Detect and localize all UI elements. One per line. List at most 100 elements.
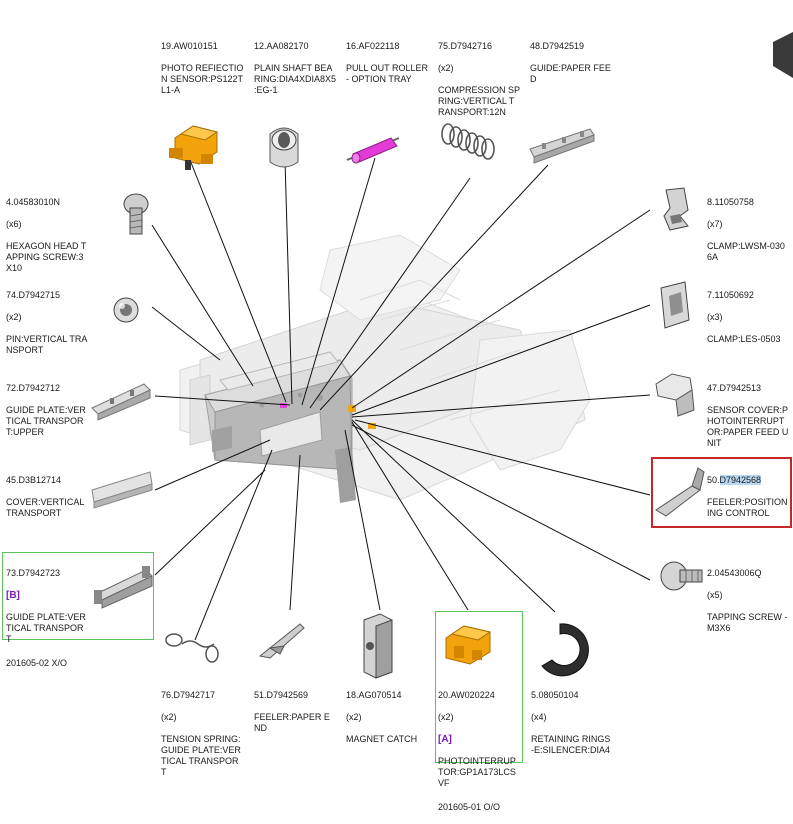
diagram-canvas [91,32,793,679]
part-label-2: 2.04543006Q (x5) TAPPING SCREW - M3X6 [707,557,787,645]
part-label-76: 76.D7942717 (x2) TENSION SPRING: GUIDE P… [161,679,241,789]
part-quantity: (x2) [6,312,22,322]
part-number: 75.D7942716 [438,41,493,51]
part-number: 50.D7942568 [707,475,788,486]
part-description: MAGNET CATCH [346,734,418,744]
cover-icon [91,471,153,509]
part-description: CLAMP:LES-0503 [707,334,781,344]
part-number: 18.AG070514 [346,690,402,700]
part-label-16: 16.AF022118 PULL OUT ROLLER - OPTION TRA… [346,30,428,96]
plain-shaft-bearing-icon [269,127,299,168]
magnet-catch-icon [363,613,393,679]
photointerrupter-icon [445,625,492,665]
clamp-lwsm-icon [663,187,689,231]
part-description: GUIDE:PAPER FEE D [530,63,611,84]
part-quantity: (x5) [707,590,723,600]
part-number: 45.D3B12714 [6,475,62,485]
part-number: 4.04583010N [6,197,61,207]
part-quantity: (x2) [346,712,362,722]
part-number: 48.D7942519 [530,41,585,51]
part-tag: [B] [6,590,20,601]
part-description: FEELER:PAPER E ND [254,712,330,733]
part-quantity: (x7) [707,219,723,229]
tapping-screw-icon [660,561,703,591]
guide-plate-upper-icon [91,383,151,421]
vertical-transport-assembly [179,234,591,503]
leader-lines [151,157,651,641]
guide-plate-icon [94,566,153,609]
part-description: COMPRESSION SP RING:VERTICAL T RANSPORT:… [438,85,521,117]
part-label-5: 5.08050104 (x4) RETAINING RINGS -E:SILEN… [531,679,610,767]
feeler-paper-end-icon [258,623,305,659]
part-label-19: 19.AW010151 PHOTO REFIECTIO N SENSOR:PS1… [161,30,243,107]
part-number: 73.D7942723 [6,568,61,578]
highlight-frame-73 [2,552,154,640]
highlight-frame-50 [651,457,792,528]
part-note: 201605-02 X/O [6,658,68,668]
part-quantity: (x2) [438,712,454,722]
part-number-prefix: 50. [707,475,720,485]
part-number-highlighted: D7942568 [719,475,762,485]
part-description: PIN:VERTICAL TRA NSPORT [6,334,88,355]
paper-feed-guide-icon [529,128,595,164]
part-number: 12.AA082170 [254,41,309,51]
part-number: 19.AW010151 [161,41,218,51]
part-description: TAPPING SCREW - M3X6 [707,612,788,633]
part-quantity: (x6) [6,219,22,229]
part-label-73: 73.D7942723 [B] GUIDE PLATE:VER TICAL TR… [6,557,86,680]
part-label-50: 50.D7942568 FEELER:POSITION ING CONTROL [707,464,788,530]
part-description: PHOTOINTERRUP TOR:GP1A173LCS VF [438,756,516,788]
hexagon-head-screw-icon [123,193,149,235]
part-number: 20.AW020224 [438,690,495,700]
part-description: RETAINING RINGS -E:SILENCER:DIA4 [531,734,611,755]
photo-reflection-sensor-icon [169,125,219,170]
part-number: 2.04543006Q [707,568,762,578]
part-quantity: (x2) [438,63,454,73]
part-label-20: 20.AW020224 (x2) [A] PHOTOINTERRUP TOR:G… [438,679,516,824]
tension-spring-icon [165,633,219,663]
corner-fragment-icon [773,32,793,78]
part-description: HEXAGON HEAD T APPING SCREW:3 X10 [6,241,87,273]
part-number: 76.D7942717 [161,690,216,700]
retaining-ring-icon [541,623,589,677]
highlight-frame-20 [435,611,523,763]
compression-spring-icon [441,123,495,160]
part-number: 5.08050104 [531,690,579,700]
part-label-74: 74.D7942715 (x2) PIN:VERTICAL TRA NSPORT [6,279,87,367]
part-description: GUIDE PLATE:VER TICAL TRANSPOR T:UPPER [6,405,86,437]
part-number: 74.D7942715 [6,290,61,300]
part-label-8: 8.11050758 (x7) CLAMP:LWSM-030 6A [707,186,785,274]
part-quantity: (x4) [531,712,547,722]
part-description: PLAIN SHAFT BEA RING:DIA4XDIA8X5 :EG-1 [254,63,337,95]
part-label-45: 45.D3B12714 COVER:VERTICAL TRANSPORT [6,464,84,530]
clamp-les-icon [660,281,690,329]
part-number: 16.AF022118 [346,41,400,51]
parts-diagram: 19.AW010151 PHOTO REFIECTIO N SENSOR:PS1… [2,30,793,812]
part-number: 47.D7942513 [707,383,762,393]
part-label-48: 48.D7942519 GUIDE:PAPER FEE D [530,30,611,96]
part-description: FEELER:POSITION ING CONTROL [707,497,788,518]
part-description: COVER:VERTICAL TRANSPORT [6,497,85,518]
part-description: SENSOR COVER:P HOTOINTERRUPT OR:PAPER FE… [707,405,789,448]
part-number: 7.11050692 [707,290,754,300]
part-description: CLAMP:LWSM-030 6A [707,241,785,262]
part-label-12: 12.AA082170 PLAIN SHAFT BEA RING:DIA4XDI… [254,30,336,107]
part-note: 201605-01 O/O [438,802,501,812]
part-label-18: 18.AG070514 (x2) MAGNET CATCH [346,679,417,756]
part-number: 8.11050758 [707,197,754,207]
part-description: PULL OUT ROLLER - OPTION TRAY [346,63,429,84]
part-tag: [A] [438,734,452,745]
part-label-4: 4.04583010N (x6) HEXAGON HEAD T APPING S… [6,186,86,285]
pull-out-roller-icon [346,137,400,164]
part-quantity: (x2) [161,712,177,722]
part-label-75: 75.D7942716 (x2) COMPRESSION SP RING:VER… [438,30,520,129]
part-label-51: 51.D7942569 FEELER:PAPER E ND [254,679,330,745]
part-label-72: 72.D7942712 GUIDE PLATE:VER TICAL TRANSP… [6,372,86,449]
part-description: GUIDE PLATE:VER TICAL TRANSPOR T [6,612,86,644]
part-label-7: 7.11050692 (x3) CLAMP:LES-0503 [707,279,781,356]
part-quantity: (x3) [707,312,723,322]
part-number: 72.D7942712 [6,383,61,393]
sensor-cover-icon [655,373,695,417]
part-number: 51.D7942569 [254,690,309,700]
feeler-positioning-icon [655,467,705,517]
